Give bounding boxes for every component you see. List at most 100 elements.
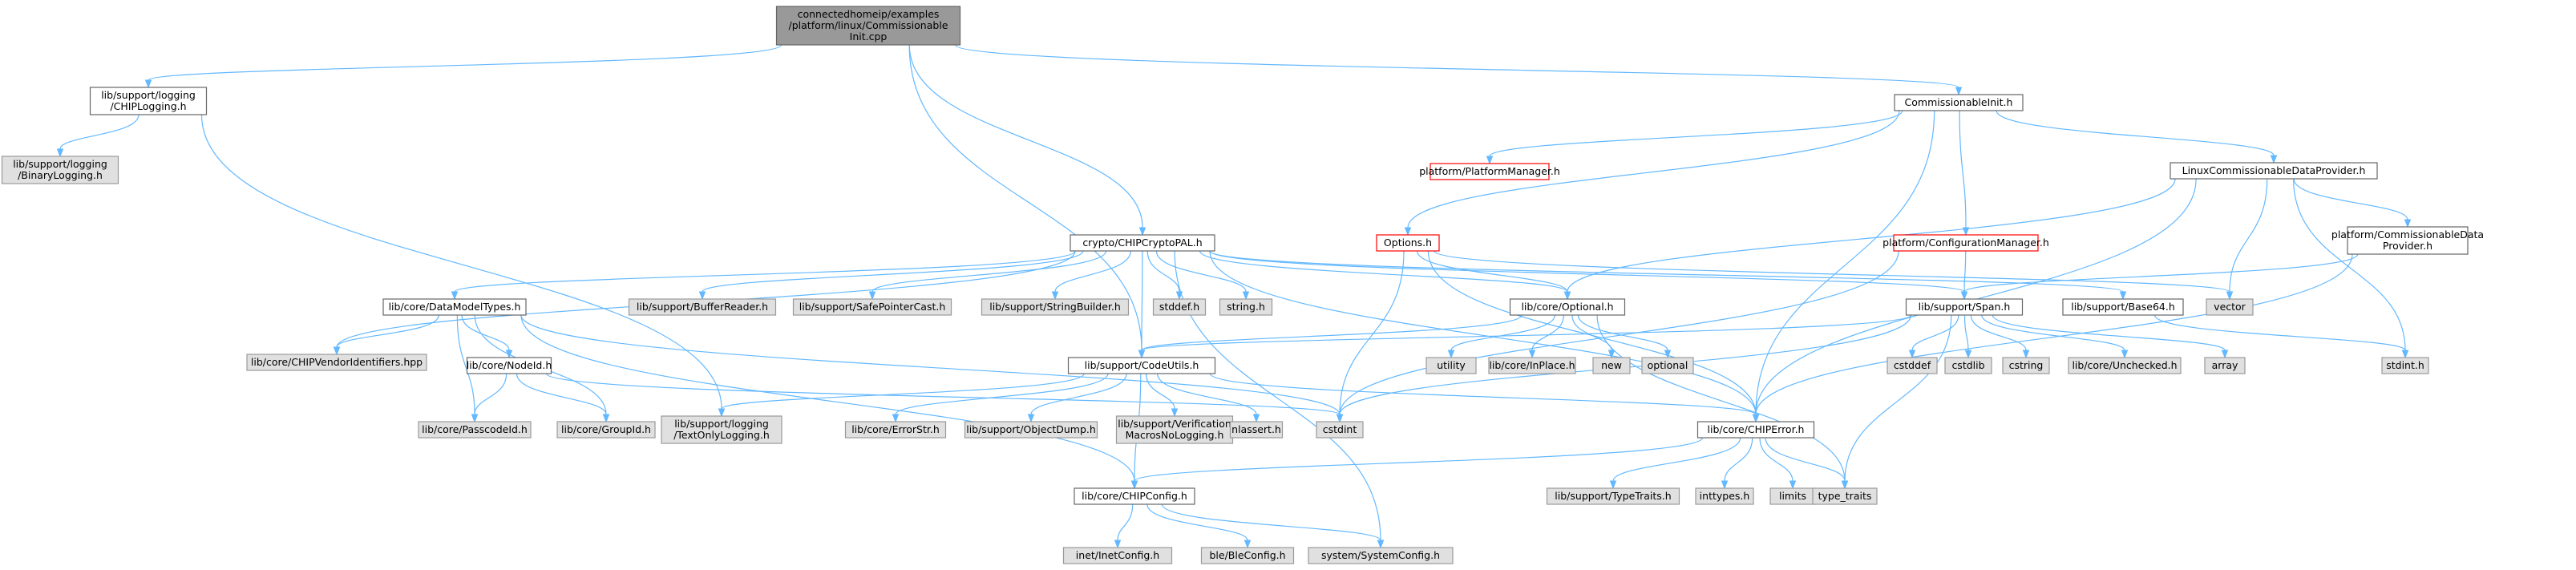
node-platformmanager-h[interactable]: platform/PlatformManager.h [1419,163,1560,180]
edge-line [1161,503,1381,541]
node-textonlylogging-h: lib/support/logging/TextOnlyLogging.h [661,415,783,444]
edge-cryptopal-to-datamodeltypes [451,250,1076,301]
edge-arrowhead [868,291,876,301]
node-chiperror-h[interactable]: lib/core/CHIPError.h [1696,421,1815,439]
node-box [1905,298,2024,316]
node-objectdump-h: lib/support/ObjectDump.h [964,421,1098,439]
edge-arrowhead [1486,156,1494,165]
edge-platformcdp-to-span [1960,253,2359,301]
edge-codeutils-to-chiperror [1209,373,1760,423]
edge-datamodeltypes-to-chipconfig [520,314,1138,490]
edge-line [1146,250,1180,293]
node-commissionableinit-h[interactable]: CommissionableInit.h [1894,94,2024,111]
edge-chiperror-to-inttypes [1721,437,1753,490]
edge-arrowhead [1964,350,1972,359]
node-box [382,298,527,316]
edge-line [1571,314,1612,351]
node-box [1062,547,1173,564]
node-label: lib/core/InPlace.h [1489,359,1575,371]
node-box [2068,357,2182,374]
node-label: type_traits [1818,490,1872,502]
edge-line [1134,437,1704,482]
node-label: vector [2214,301,2246,313]
node-optional: optional [1641,357,1694,374]
node-box [1696,421,1815,439]
edge-cryptopal-to-stringh [1155,250,1250,301]
node-label: /BinaryLogging.h [18,169,103,181]
edge-line [908,44,1142,351]
node-box [1219,298,1273,316]
node-box [2204,357,2246,374]
edge-line [2229,178,2268,293]
node-label: /TextOnlyLogging.h [673,429,770,441]
node-span-h[interactable]: lib/support/Span.h [1905,298,2024,316]
node-box [1894,94,2024,111]
edge-line [545,373,1341,415]
node-label: MacrosNoLogging.h [1126,429,1224,441]
edge-line [954,44,1959,88]
node-label: lib/support/SafePointerCast.h [799,301,946,313]
node-box [1430,163,1550,180]
node-configurationmanager-h[interactable]: platform/ConfigurationManager.h [1882,234,2049,252]
edge-span-to-cstddef [1908,314,1959,359]
node-options-h[interactable]: Options.h [1376,234,1440,252]
node-chiplogging-h[interactable]: lib/support/logging/CHIPLogging.h [89,87,208,115]
edge-span-to-unchecked [1981,314,2129,359]
node-nodeid-h[interactable]: lib/core/NodeId.h [467,357,552,374]
node-box [1546,487,1680,505]
edge-arrowhead [602,414,610,423]
edge-line [1963,250,1967,293]
edge-line [1996,110,2275,156]
edge-line [1450,314,1556,351]
node-box [1308,547,1454,564]
edge-arrowhead [56,148,64,158]
node-cstring: cstring [2002,357,2050,374]
edge-line [1755,110,1935,415]
node-verificationmacrosnologging-h: lib/support/VerificationMacrosNoLogging.… [1115,415,1234,444]
node-box [844,421,947,439]
node-inetconfig-h: inet/InetConfig.h [1062,547,1173,564]
node-platform-commissionabledataprovider-h[interactable]: platform/CommissionableDataProvider.h [2331,226,2484,255]
edge-arrowhead [2404,219,2412,228]
edge-line [2293,178,2408,220]
edge-commissionableinit-to-configmanager [1959,110,1970,236]
node-box [775,6,961,46]
node-base64-h[interactable]: lib/support/Base64.h [2062,298,2184,316]
edge-linuxcdp-to-stdint [2293,178,2409,359]
edge-line [1755,178,2197,415]
node-label: lib/support/TypeTraits.h [1555,490,1671,502]
edge-span-to-cstdlib [1963,314,1972,359]
node-box [1229,421,1284,439]
edge-nodeid-to-passcodeid [471,373,508,423]
node-label: inet/InetConfig.h [1076,549,1159,561]
edge-line [1141,314,1523,351]
node-label: lib/core/ErrorStr.h [851,423,940,435]
edge-line [1612,437,1741,482]
edge-chipconfig-to-inetconfig [1114,503,1134,549]
edge-linuxcdp-to-vector [2226,178,2268,301]
edge-arrowhead [1955,87,1963,96]
node-label: lib/support/logging [674,418,769,430]
edge-line [1531,314,1564,351]
node-box [89,87,208,115]
node-chipconfig-h[interactable]: lib/core/CHIPConfig.h [1074,487,1195,505]
node-commissionable-init-cpp[interactable]: connectedhomeip/examples/platform/linux/… [775,6,961,46]
edge-line [1992,314,2226,351]
node-label: lib/support/logging [13,158,107,170]
edge-linuxcdp-to-platformcdp [2293,178,2412,228]
node-optional-h[interactable]: lib/core/Optional.h [1509,298,1626,316]
node-codeutils-h[interactable]: lib/support/CodeUtils.h [1067,357,1216,374]
node-datamodeltypes-h[interactable]: lib/core/DataModelTypes.h [382,298,527,316]
edge-cryptopal-to-optional [1199,250,1571,301]
node-stringbuilder-h: lib/support/StringBuilder.h [981,298,1130,316]
node-chipcryptopal-h[interactable]: crypto/CHIPCryptoPAL.h [1070,234,1215,252]
edge-commissionableinit-to-platformmanager [1486,110,1903,165]
node-linuxcommissionabledataprovider-h[interactable]: LinuxCommissionableDataProvider.h [2170,162,2378,180]
edge-line [1054,250,1131,293]
node-box [2002,357,2050,374]
node-box [1592,357,1631,374]
edge-line [1155,250,1247,293]
node-bleconfig-h: ble/BleConfig.h [1200,547,1295,564]
edge-arrowhead [1138,350,1146,359]
edge-line [1577,314,1668,351]
